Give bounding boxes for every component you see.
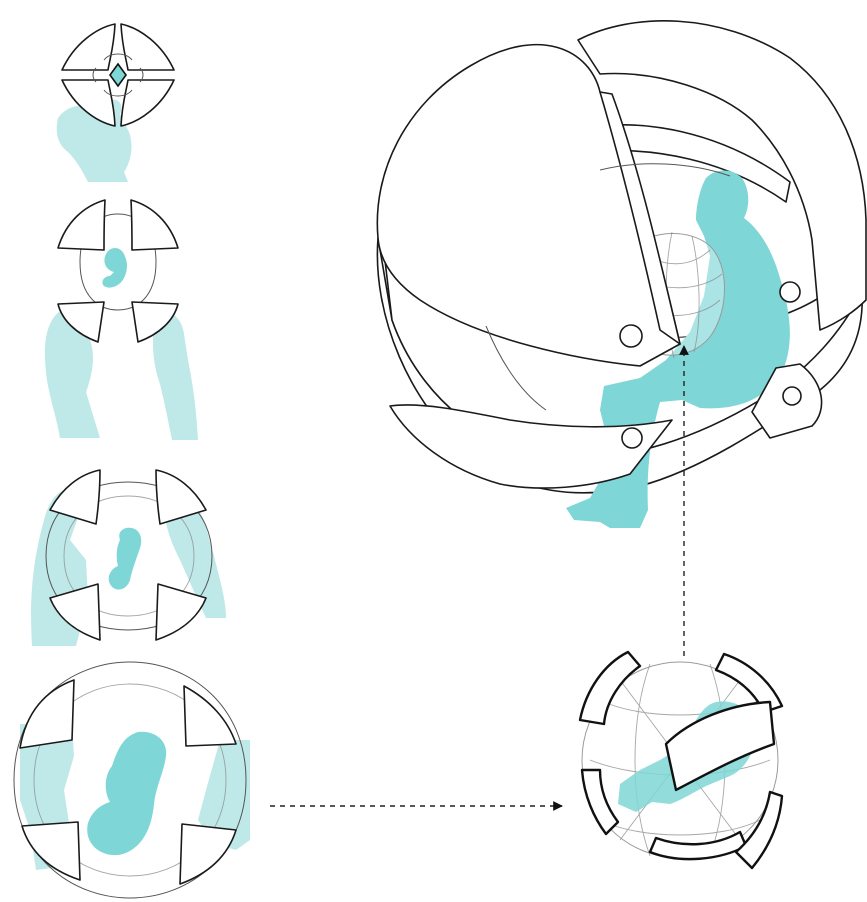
pod-petal-bottom-right (121, 80, 174, 126)
pod-petal-top-left (20, 680, 74, 748)
fetus-silhouette (109, 528, 142, 590)
stage-4-open-pod (14, 662, 250, 898)
pod-petal-top-left (62, 24, 115, 70)
fetus-silhouette (102, 248, 127, 288)
open-sphere-with-person (377, 21, 866, 528)
pod-petal-top-right (184, 686, 236, 746)
hinge-knob-lower-left (622, 428, 642, 448)
pod-petal-bottom-right (180, 824, 236, 884)
fetus-silhouette (87, 732, 166, 855)
hinge-knob-right (780, 282, 800, 302)
pod-core (110, 64, 126, 86)
stage-2-opening-pod (45, 200, 198, 440)
transparent-sphere-with-fetus (580, 652, 782, 868)
hinge-knob-upper-left (620, 325, 642, 347)
pod-petal-top-right (121, 24, 174, 70)
stage-1-closed-pod (57, 24, 174, 182)
pod-petal-bottom-left (22, 822, 80, 880)
stage-3-unfolding-pod (31, 470, 226, 646)
pod-petal-top-left (58, 200, 105, 250)
pod-petal-top-right (131, 200, 178, 250)
hinge-knob-lower-right (783, 387, 801, 405)
